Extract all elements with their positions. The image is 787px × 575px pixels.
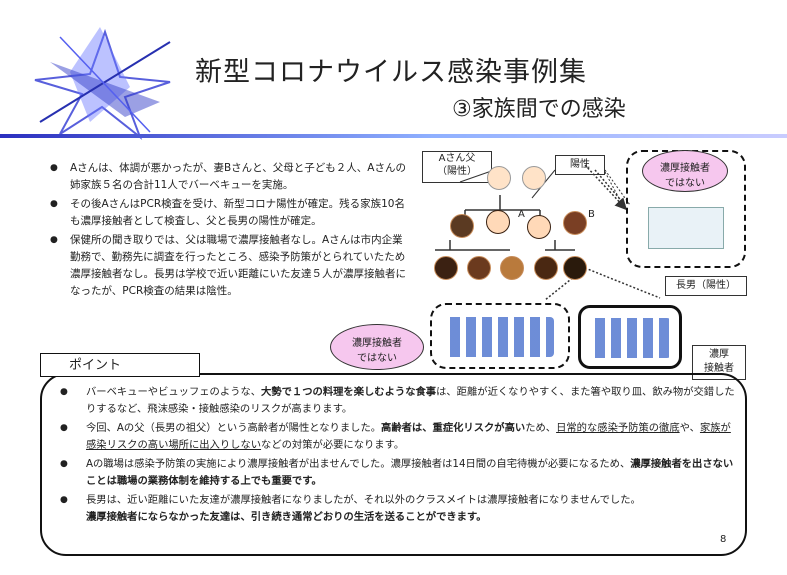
daughter-icon xyxy=(534,256,558,280)
grandfather-icon xyxy=(487,166,511,190)
father-label-box: Aさん父 （陽性） xyxy=(422,151,492,183)
points-list: バーベキューやビュッフェのような、大勢で１つの料理を楽しむような食事は、距離が近… xyxy=(58,384,738,528)
points-heading: ポイント xyxy=(40,353,200,377)
no-contact-left-line2: ではない xyxy=(357,353,397,364)
person-b-icon xyxy=(563,211,587,235)
summary-item: その後AさんはPCR検査を受け、新型コロナ陽性が確定。残る家族10名も濃厚接触者… xyxy=(48,196,408,230)
students-group-icon xyxy=(444,317,554,357)
father-label-line1: Aさん父 xyxy=(438,153,476,164)
points-box xyxy=(40,373,747,556)
office-workers-icon xyxy=(648,207,724,249)
nephew-icon xyxy=(434,256,458,280)
no-contact-bubble-top: 濃厚接触者 ではない xyxy=(642,150,728,192)
summary-item: 保健所の聞き取りでは、父は職場で濃厚接触者なし。Aさんは市内企業勤務で、勤務先に… xyxy=(48,232,408,300)
close-contact-line2: 接触者 xyxy=(704,363,734,374)
point-item: 長男は、近い距離にいた友達が濃厚接触者になりましたが、それ以外のクラスメイトは濃… xyxy=(58,492,738,526)
star-logo xyxy=(34,27,171,141)
title-divider xyxy=(0,134,787,138)
summary-list: Aさんは、体調が悪かったが、妻Bさんと、父母と子ども２人、Aさんの姉家族５名の合… xyxy=(48,160,408,302)
close-contact-line1: 濃厚 xyxy=(709,349,729,360)
no-contact-top-line2: ではない xyxy=(665,178,705,189)
person-a-label: A xyxy=(518,209,525,220)
point-item: 今回、Aの父（長男の祖父）という高齢者が陽性となりました。高齢者は、重症化リスク… xyxy=(58,420,738,454)
close-contacts-group-icon xyxy=(589,318,671,358)
no-contact-top-line1: 濃厚接触者 xyxy=(660,163,710,174)
eldest-son-icon xyxy=(563,256,587,280)
father-label-line2: （陽性） xyxy=(437,166,477,177)
positive-label-box: 陽性 xyxy=(555,155,605,175)
close-contacts-box xyxy=(578,305,682,369)
person-a-icon xyxy=(527,215,551,239)
person-b-label: B xyxy=(588,209,595,220)
page-title: 新型コロナウイルス感染事例集 xyxy=(195,57,587,88)
no-contact-left-line1: 濃厚接触者 xyxy=(352,338,402,349)
grandmother-icon xyxy=(522,166,546,190)
sister-icon xyxy=(486,210,510,234)
no-contact-bubble-left: 濃厚接触者 ではない xyxy=(330,324,424,370)
sister-husband-icon xyxy=(450,214,474,238)
point-item: Aの職場は感染予防策の実施により濃厚接触者が出ませんでした。濃厚接触者は14日間… xyxy=(58,456,738,490)
niece-icon xyxy=(467,256,491,280)
family-tree-lines xyxy=(435,164,661,300)
page-subtitle: ③家族間での感染 xyxy=(452,97,626,122)
non-contact-students-box xyxy=(430,303,570,369)
niece-icon xyxy=(500,256,524,280)
point-item: バーベキューやビュッフェのような、大勢で１つの料理を楽しむような食事は、距離が近… xyxy=(58,384,738,418)
summary-item: Aさんは、体調が悪かったが、妻Bさんと、父母と子ども２人、Aさんの姉家族５名の合… xyxy=(48,160,408,194)
son-label-box: 長男（陽性） xyxy=(665,276,747,296)
page-number: 8 xyxy=(720,534,727,545)
